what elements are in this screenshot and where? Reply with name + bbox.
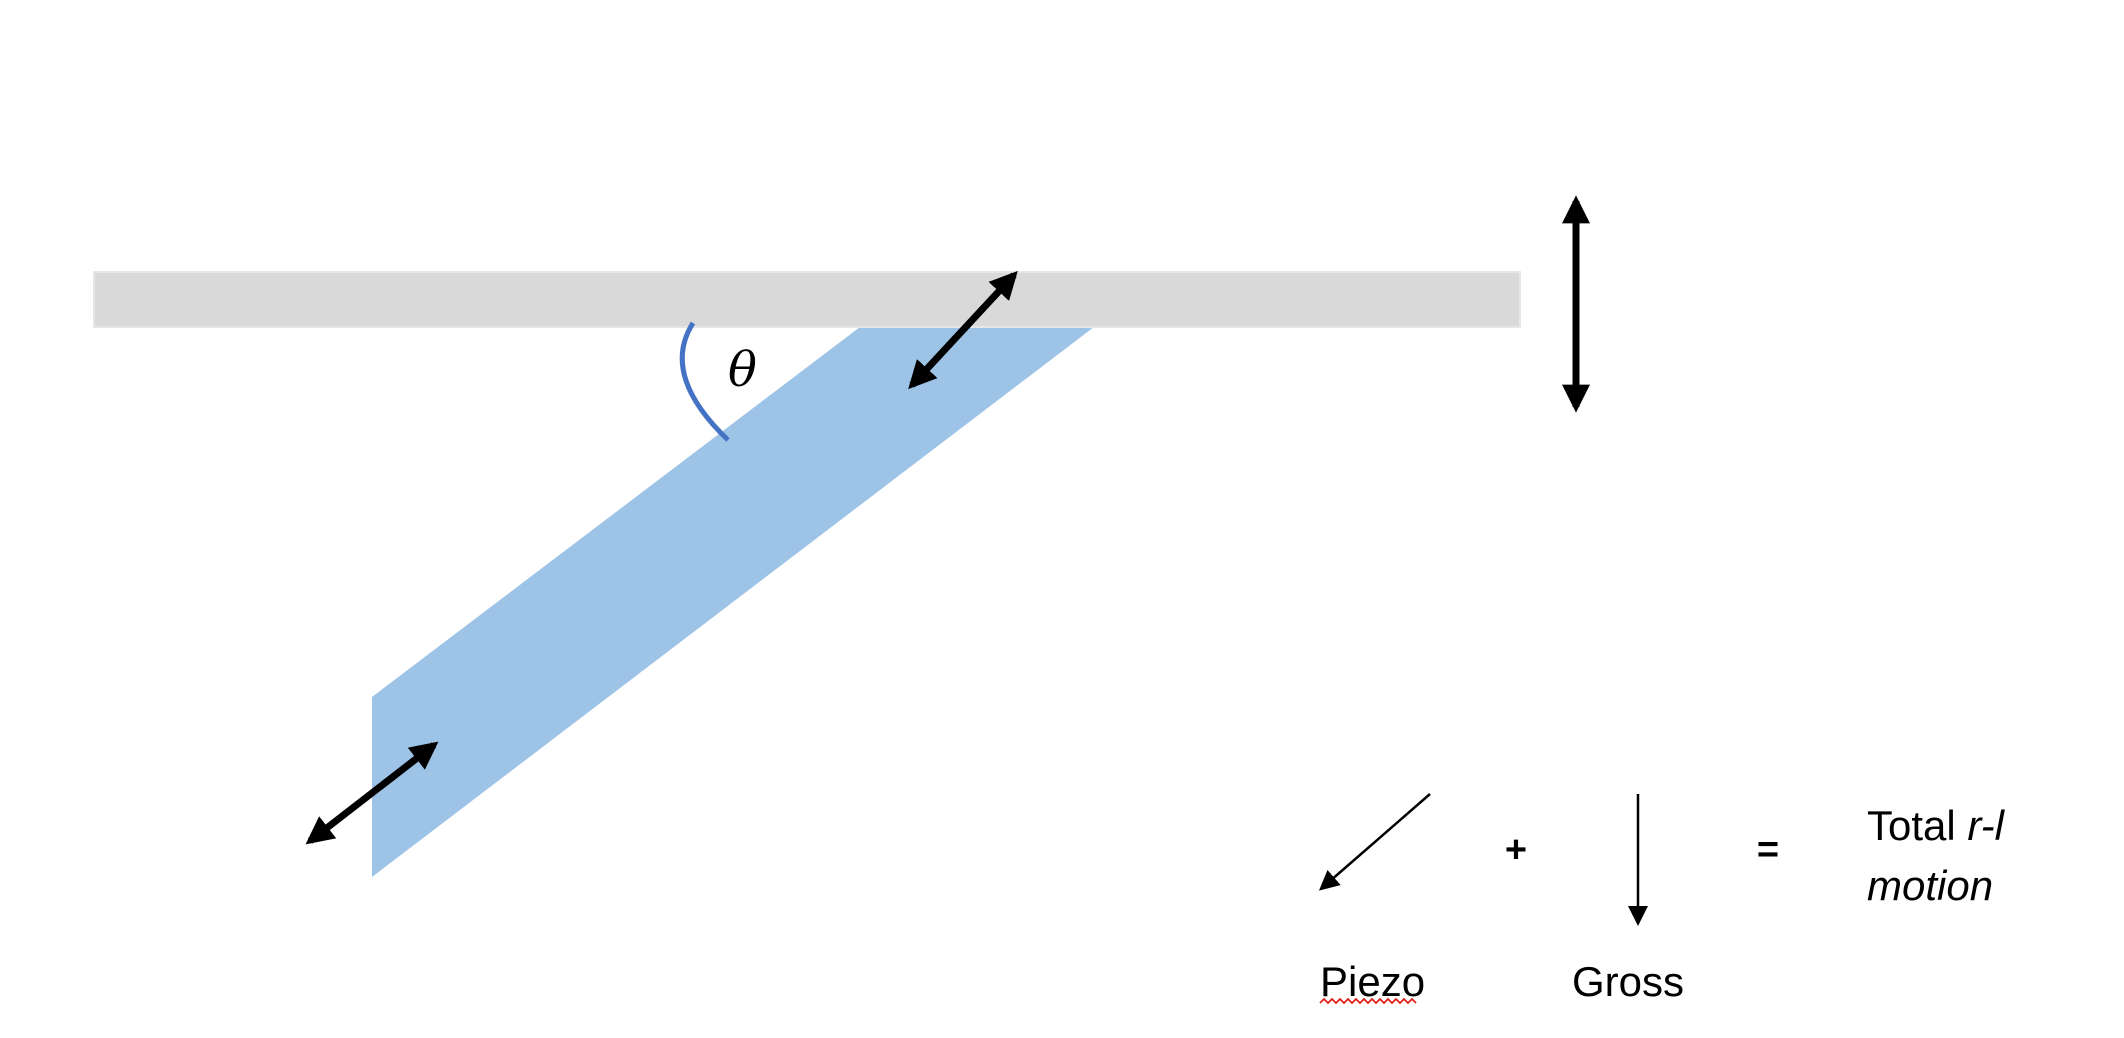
equals-sign: = (1757, 829, 1779, 871)
angle-theta-label: θ (728, 342, 757, 398)
double-arrow-lower-icon (305, 741, 439, 845)
total-prefix: Total (1867, 802, 1967, 849)
spellcheck-underline (1319, 997, 1417, 1005)
double-arrow-upper-icon (908, 270, 1018, 390)
piezo-label: Piezo (1320, 958, 1425, 1005)
gross-label: Gross (1572, 958, 1684, 1005)
total-variable: r-l (1967, 802, 2005, 849)
horizontal-plate (93, 271, 1521, 328)
total-motion-label: Total r-l (1867, 802, 2006, 849)
tilted-sample (372, 327, 1094, 877)
total-motion-line2: motion (1867, 862, 1993, 909)
plus-sign: + (1505, 829, 1527, 871)
piezo-arrow-icon (1318, 793, 1431, 891)
angle-arc (679, 321, 730, 442)
